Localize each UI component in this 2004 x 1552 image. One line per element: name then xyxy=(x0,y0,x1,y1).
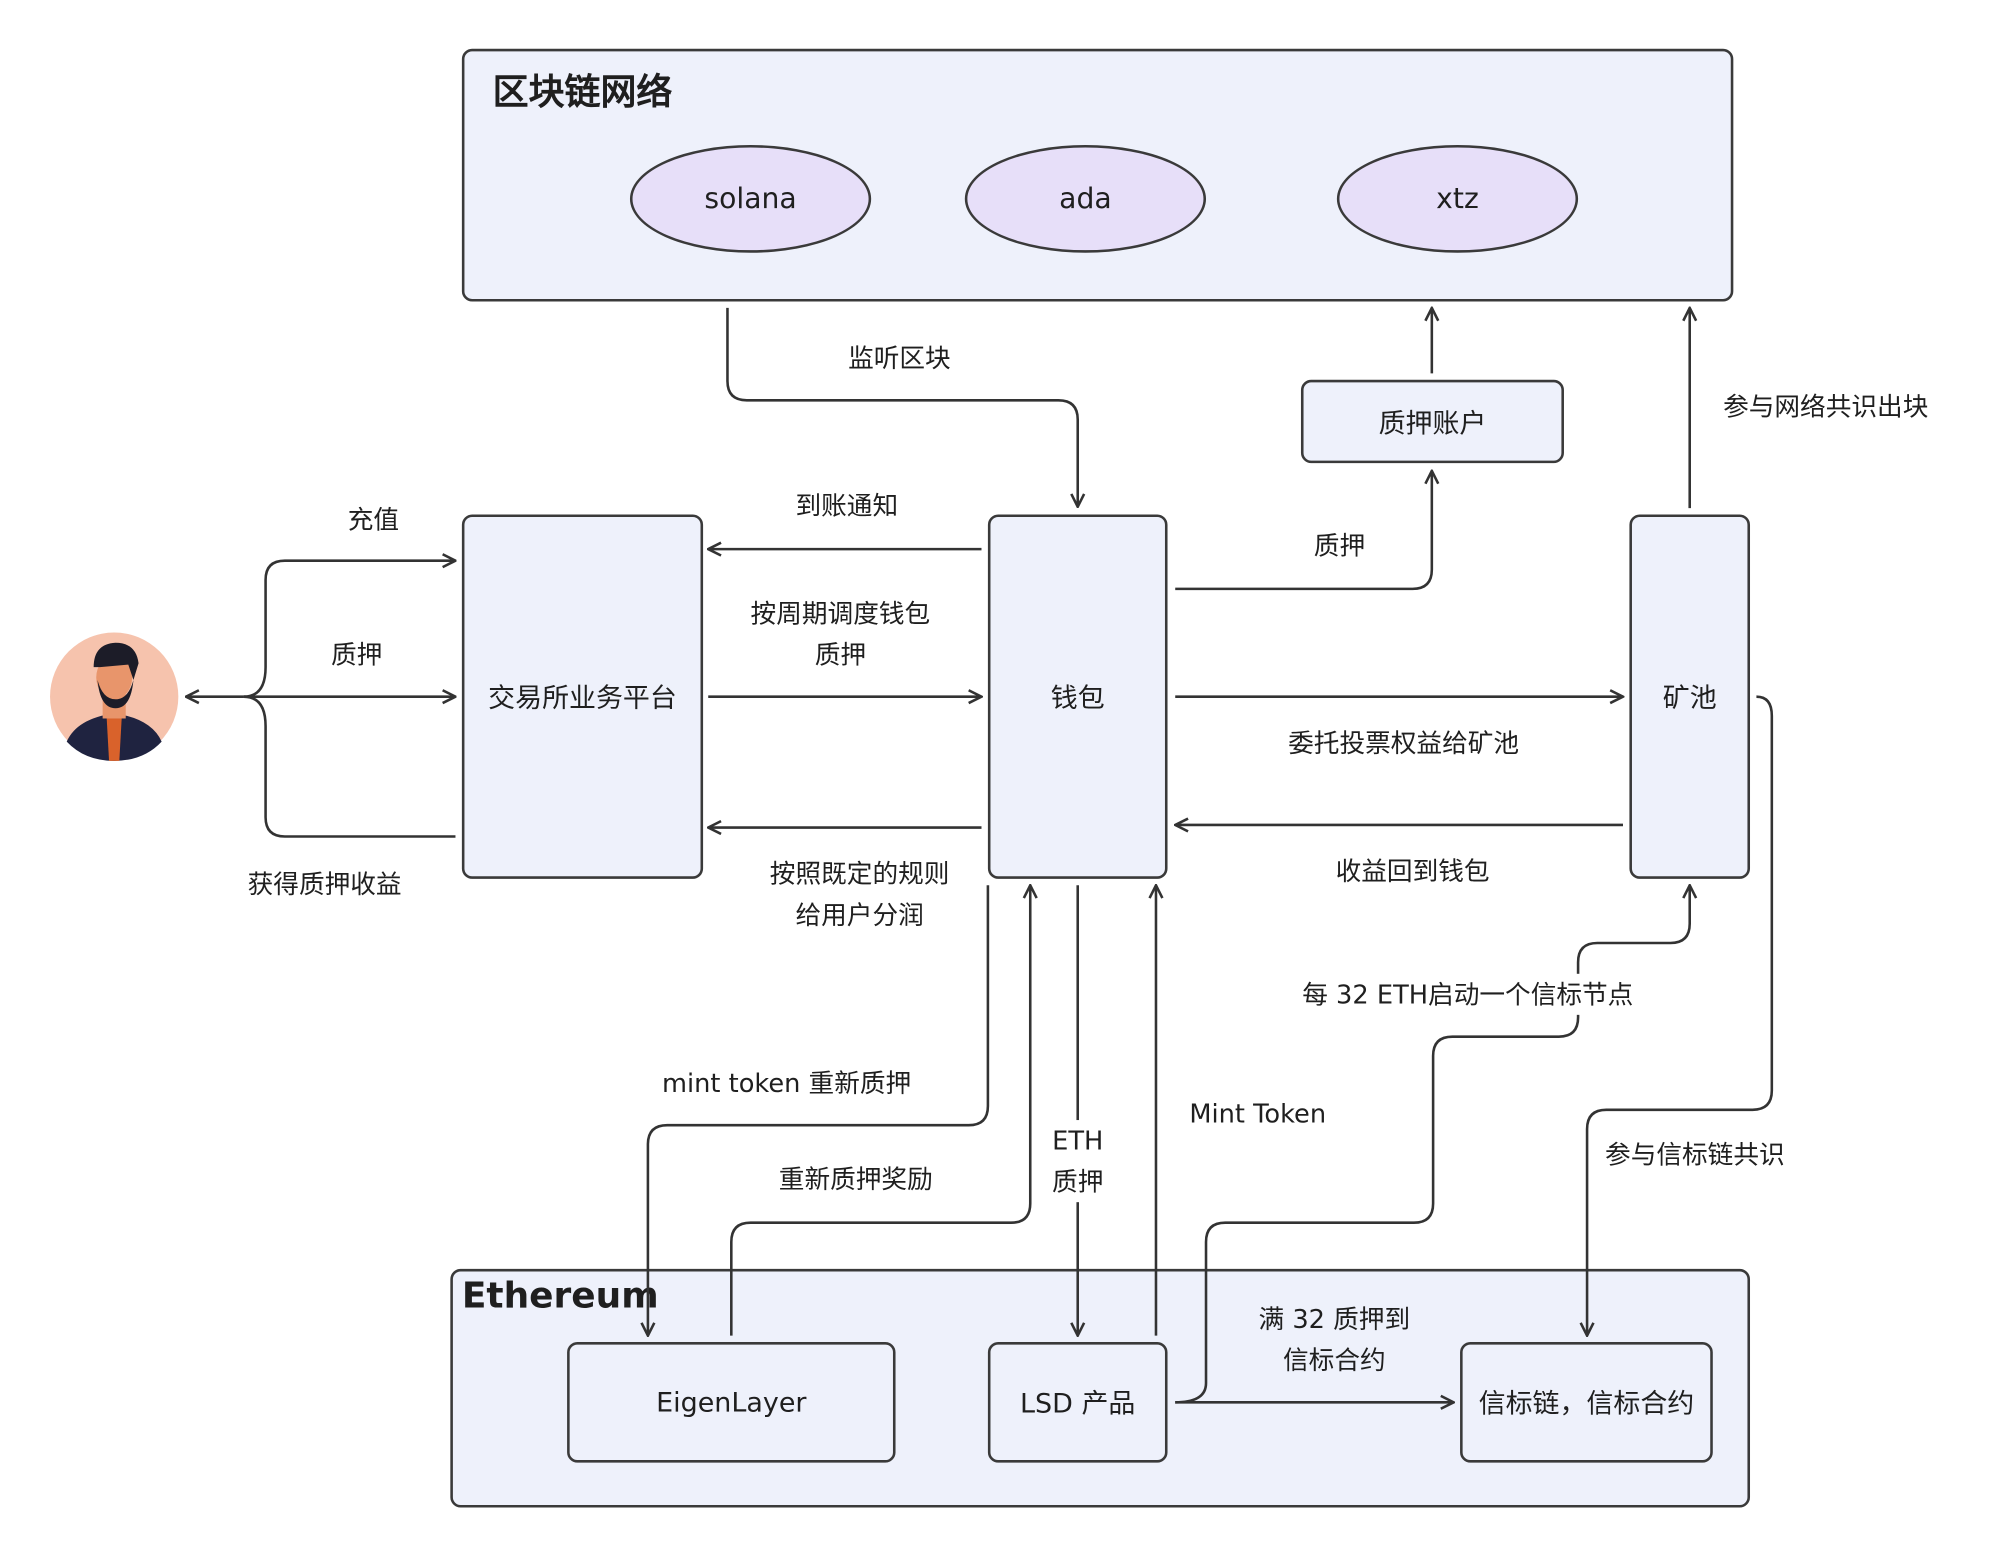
label-eth-stake: ETH 质押 xyxy=(1039,1120,1117,1203)
wallet-node[interactable]: 钱包 xyxy=(987,514,1168,879)
label-full32: 满 32 质押到 信标合约 xyxy=(1258,1303,1411,1376)
edge-restake-reward xyxy=(730,885,1030,1336)
ethereum-title: Ethereum xyxy=(461,1274,659,1317)
label-beacon-node: 每 32 ETH启动一个信标节点 xyxy=(1302,973,1634,1015)
chain-xtz[interactable]: xtz xyxy=(1336,144,1579,253)
label-beacon-consensus: 参与信标链共识 xyxy=(1605,1139,1785,1171)
mining-pool-node[interactable]: 矿池 xyxy=(1629,514,1751,879)
label-deposit: 充值 xyxy=(347,504,400,536)
edge-beacon-node xyxy=(1175,885,1689,1404)
label-stake-user: 质押 xyxy=(331,638,383,670)
label-schedule: 按周期调度钱包 质押 xyxy=(750,597,931,670)
edge-deposit xyxy=(243,561,456,698)
label-stake-wallet: 质押 xyxy=(1313,529,1366,561)
edge-listen xyxy=(726,307,1077,507)
label-returns: 收益回到钱包 xyxy=(1335,855,1490,887)
edge-mint-restake xyxy=(648,885,990,1335)
blockchain-network-title: 区块链网络 xyxy=(492,70,673,113)
edge-earn xyxy=(243,695,456,838)
staking-account-node[interactable]: 质押账户 xyxy=(1300,379,1564,464)
label-mint-token: Mint Token xyxy=(1189,1098,1327,1130)
label-delegate: 委托投票权益给矿池 xyxy=(1288,727,1520,759)
chain-ada[interactable]: ada xyxy=(964,144,1207,253)
chain-solana[interactable]: solana xyxy=(629,144,872,253)
label-earn: 获得质押收益 xyxy=(247,868,402,900)
eigenlayer-node[interactable]: EigenLayer xyxy=(567,1342,896,1463)
label-mint-restake: mint token 重新质押 xyxy=(662,1067,912,1099)
label-listen: 监听区块 xyxy=(848,342,951,374)
label-consensus: 参与网络共识出块 xyxy=(1723,391,1929,423)
label-distribute: 按照既定的规则 给用户分润 xyxy=(769,858,950,931)
lsd-product-node[interactable]: LSD 产品 xyxy=(987,1342,1168,1463)
exchange-platform-node[interactable]: 交易所业务平台 xyxy=(461,514,704,879)
edge-stake-wallet xyxy=(1175,471,1432,591)
label-restake-reward: 重新质押奖励 xyxy=(778,1163,933,1195)
label-arrival: 到账通知 xyxy=(795,490,899,521)
edge-beacon-consensus xyxy=(1587,695,1774,1336)
beacon-chain-node[interactable]: 信标链，信标合约 xyxy=(1460,1342,1713,1463)
